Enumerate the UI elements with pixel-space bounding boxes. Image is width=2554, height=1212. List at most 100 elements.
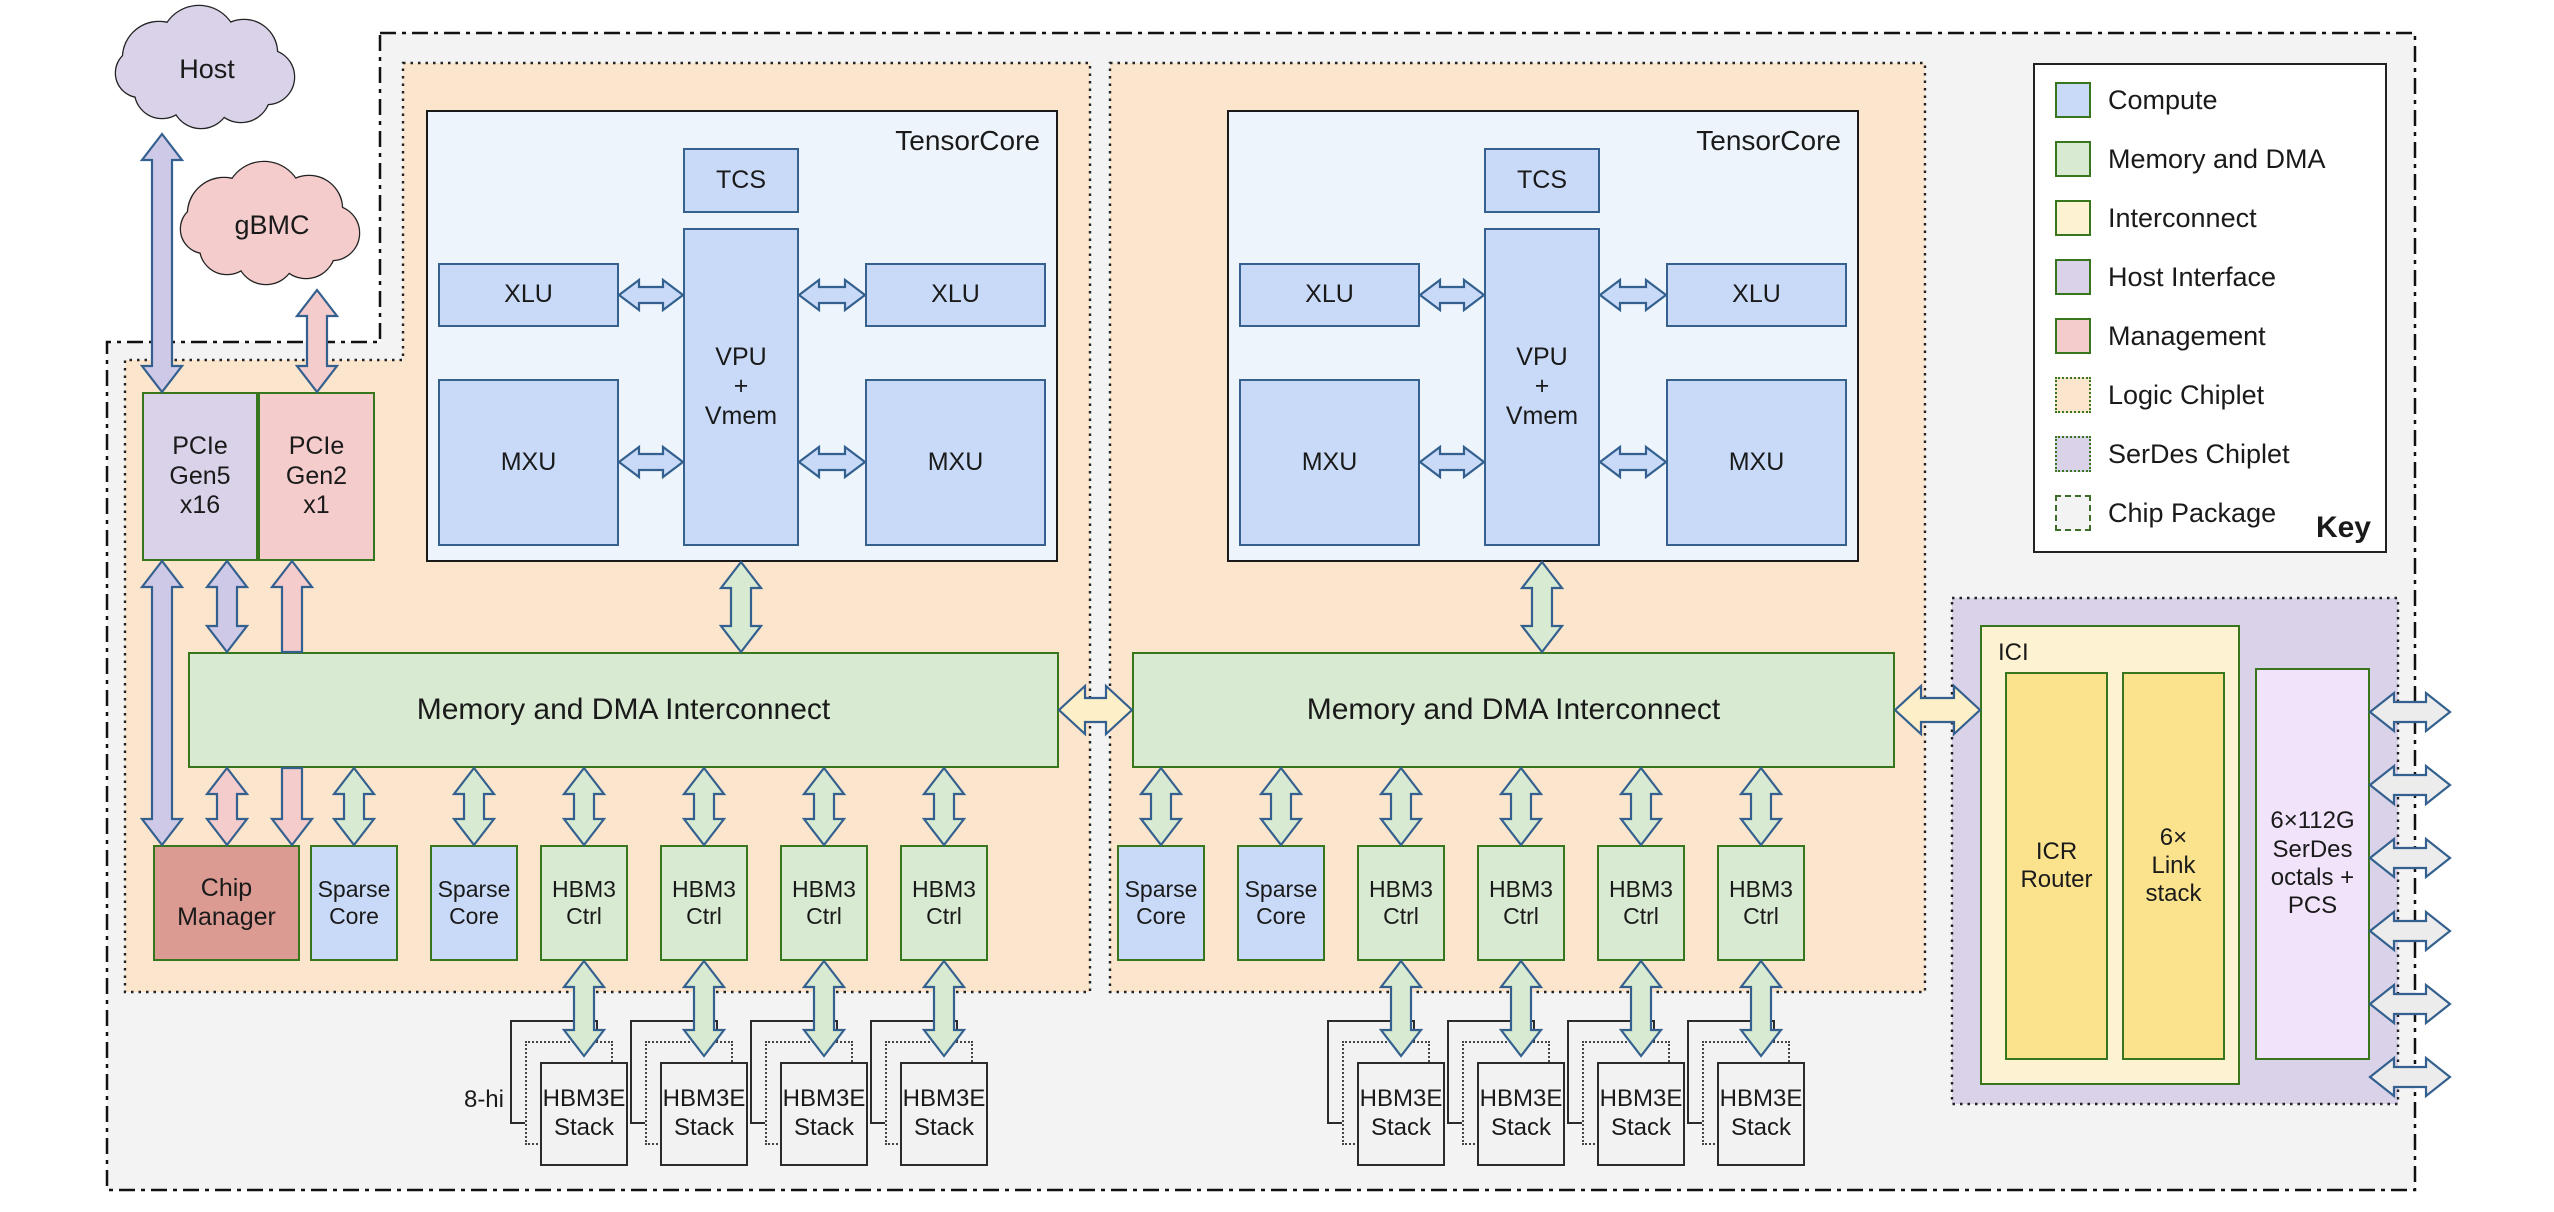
key-title: Key <box>2315 511 2371 544</box>
key-item-label: Memory and DMA <box>2108 143 2326 174</box>
hbm3e-stack: HBM3E Stack <box>1717 1062 1805 1166</box>
stack-height-label: 8-hi <box>463 1086 504 1113</box>
key-item-label: Compute <box>2108 84 2218 115</box>
pcie5-chip-manager-arrow <box>139 559 185 847</box>
hbm3e-stack: HBM3E Stack <box>1477 1062 1565 1166</box>
hbm3-ctrl-1: HBM3 Ctrl <box>540 845 628 961</box>
serdes-external-link-arrow <box>2368 690 2452 734</box>
serdes-external-link-arrow <box>2368 982 2452 1026</box>
key-item: Chip Package <box>2055 494 2276 532</box>
hbm3-ctrl-8: HBM3 Ctrl <box>1717 845 1805 961</box>
key-item: SerDes Chiplet <box>2055 435 2290 473</box>
tensorcore-2-label: TensorCore <box>1696 125 1841 156</box>
pcie2-down-arrow-upper <box>269 559 315 654</box>
host-cloud-label: Host <box>179 54 235 85</box>
ic2-module-arrow <box>1618 766 1664 847</box>
tc1-mxu-right: MXU <box>865 379 1046 546</box>
hbm3-ctrl-4: HBM3 Ctrl <box>900 845 988 961</box>
ic1-module-arrow <box>451 766 497 847</box>
key-swatch <box>2055 200 2091 236</box>
ic2-module-arrow <box>1738 766 1784 847</box>
ic1-module-arrow <box>921 766 967 847</box>
tc2-mxu-left: MXU <box>1239 379 1420 546</box>
tc1-xlu-right: XLU <box>865 263 1046 327</box>
ic2-module-arrow <box>1378 766 1424 847</box>
memory-dma-interconnect-1: Memory and DMA Interconnect <box>188 652 1059 768</box>
tc1-interconnect-arrow <box>718 560 764 654</box>
ic1-module-arrow <box>561 766 607 847</box>
pcie-gen5-block: PCIe Gen5 x16 <box>142 392 258 561</box>
key-item: Compute <box>2055 81 2218 119</box>
hbm3e-stack: HBM3E Stack <box>1597 1062 1685 1166</box>
tc2-xlu-left: XLU <box>1239 263 1420 327</box>
tc1-vpu-vmem: VPU + Vmem <box>683 228 799 546</box>
ic2-ici-arrow <box>1893 683 1982 737</box>
key-swatch <box>2055 259 2091 295</box>
ic2-module-arrow <box>1498 766 1544 847</box>
tc2-mxu-right: MXU <box>1666 379 1847 546</box>
serdes-external-link-arrow <box>2368 763 2452 807</box>
tc2-tcs: TCS <box>1484 148 1600 213</box>
sparse-core-1: Sparse Core <box>310 845 398 961</box>
key-item: Host Interface <box>2055 258 2276 296</box>
ic2-module-arrow <box>1138 766 1184 847</box>
interconnect-chip-manager-arrow <box>204 766 250 847</box>
key-item-label: Host Interface <box>2108 261 2277 292</box>
key-swatch <box>2055 377 2091 413</box>
serdes-external-link-arrow <box>2368 1055 2452 1099</box>
serdes-octals: 6×112G SerDes octals + PCS <box>2255 668 2370 1060</box>
ic2-module-arrow <box>1258 766 1304 847</box>
ic1-ic2-arrow <box>1057 683 1134 737</box>
pcie-gen2-block: PCIe Gen2 x1 <box>258 392 375 561</box>
key-item: Memory and DMA <box>2055 140 2326 178</box>
link-stack: 6× Link stack <box>2122 672 2225 1060</box>
host-pcie5-arrow <box>139 132 185 394</box>
hbm3e-stack: HBM3E Stack <box>780 1062 868 1166</box>
hbm3-ctrl-5: HBM3 Ctrl <box>1357 845 1445 961</box>
tc2-vpu-vmem: VPU + Vmem <box>1484 228 1600 546</box>
tc2-xlu-right: XLU <box>1666 263 1847 327</box>
tc1-xlu-left: XLU <box>438 263 619 327</box>
ic1-module-arrow <box>681 766 727 847</box>
key-swatch <box>2055 436 2091 472</box>
key-item-label: Management <box>2108 320 2266 351</box>
memory-dma-interconnect-2: Memory and DMA Interconnect <box>1132 652 1895 768</box>
hbm3e-stack: HBM3E Stack <box>900 1062 988 1166</box>
tensorcore-1-label: TensorCore <box>895 125 1040 156</box>
tc1-mxu-left: MXU <box>438 379 619 546</box>
key-item-label: Logic Chiplet <box>2108 379 2265 410</box>
key-item-label: Interconnect <box>2108 202 2257 233</box>
sparse-core-2: Sparse Core <box>430 845 518 961</box>
pcie2-chip-manager-arrow-lower <box>269 766 315 847</box>
hbm3-ctrl-3: HBM3 Ctrl <box>780 845 868 961</box>
key-swatch <box>2055 495 2091 531</box>
pcie5-interconnect-arrow <box>204 559 250 654</box>
key-item: Interconnect <box>2055 199 2257 237</box>
hbm3-ctrl-7: HBM3 Ctrl <box>1597 845 1685 961</box>
tc2-interconnect-arrow <box>1519 560 1565 654</box>
hbm3-ctrl-6: HBM3 Ctrl <box>1477 845 1565 961</box>
ic1-module-arrow <box>801 766 847 847</box>
hbm3e-stack: HBM3E Stack <box>1357 1062 1445 1166</box>
gbmc-pcie2-arrow <box>294 288 340 394</box>
key-item-label: Chip Package <box>2108 497 2277 528</box>
serdes-external-link-arrow <box>2368 836 2452 880</box>
tc1-tcs: TCS <box>683 148 799 213</box>
key-swatch <box>2055 318 2091 354</box>
key-item: Logic Chiplet <box>2055 376 2264 414</box>
gbmc-cloud-label: gBMC <box>234 210 310 241</box>
hbm3-ctrl-2: HBM3 Ctrl <box>660 845 748 961</box>
icr-router: ICR Router <box>2005 672 2108 1060</box>
key-swatch <box>2055 141 2091 177</box>
ici-label: ICI <box>1998 639 2029 666</box>
sparse-core-4: Sparse Core <box>1237 845 1325 961</box>
chip-manager: Chip Manager <box>153 845 300 961</box>
hbm3e-stack: HBM3E Stack <box>540 1062 628 1166</box>
key-swatch <box>2055 82 2091 118</box>
hbm3e-stack: HBM3E Stack <box>660 1062 748 1166</box>
key-item: Management <box>2055 317 2266 355</box>
key-item-label: SerDes Chiplet <box>2108 438 2290 469</box>
serdes-external-link-arrow <box>2368 909 2452 953</box>
